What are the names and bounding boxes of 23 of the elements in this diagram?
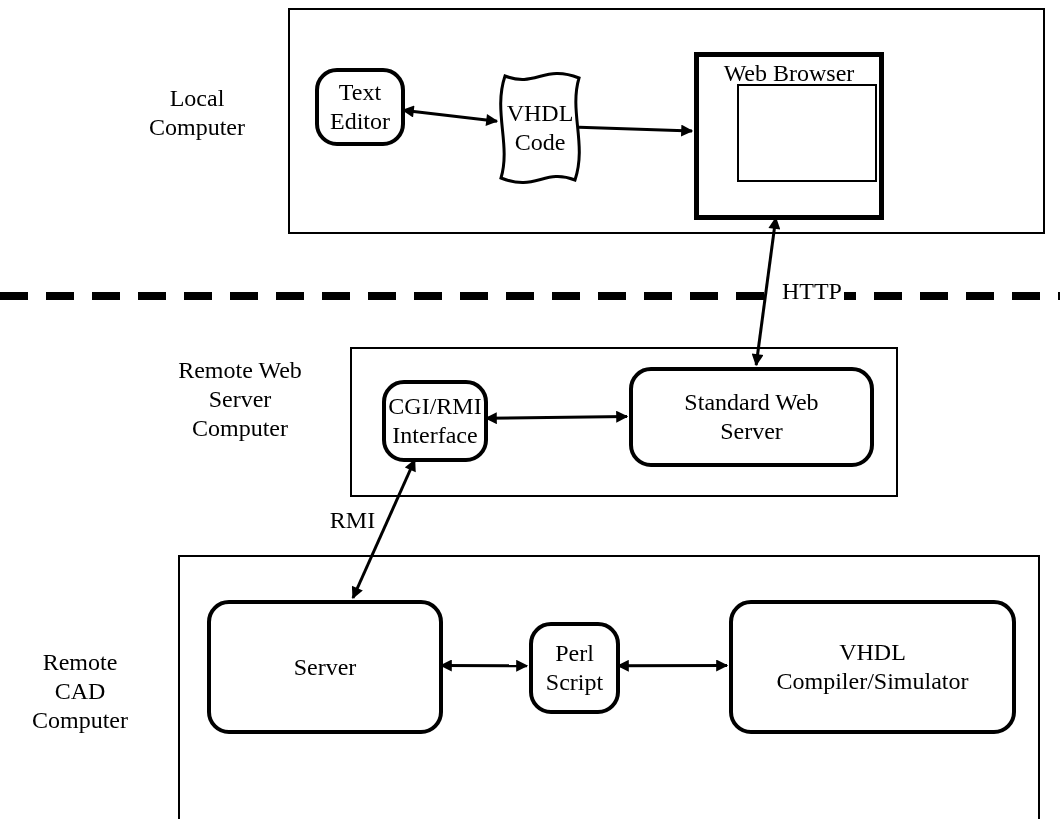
- process-box: [207, 600, 443, 734]
- box-label: Text Editor: [329, 78, 391, 136]
- process-box: [629, 367, 874, 467]
- box-label: Standard Web Server: [683, 388, 820, 446]
- computer-boundary-box: [350, 347, 898, 497]
- process-box: [529, 622, 620, 714]
- arrow: [578, 124, 694, 137]
- process-box: [382, 380, 488, 462]
- document-shape: [499, 74, 581, 182]
- computer-boundary-box: [288, 8, 1045, 234]
- box-label: VHDL Code: [505, 99, 575, 157]
- process-box: [315, 68, 405, 146]
- box-label: Server: [292, 652, 358, 682]
- box-label: CGI/RMI Interface: [387, 392, 483, 450]
- box-label: VHDL Compiler/Simulator: [775, 638, 970, 696]
- process-box: [729, 600, 1016, 734]
- box-label: Perl Script: [544, 639, 605, 697]
- browser-window-box: [694, 52, 884, 220]
- computer-label: Remote Web Server Computer: [177, 356, 303, 443]
- computer-label: Remote CAD Computer: [31, 648, 129, 735]
- computer-label: Local Computer: [148, 84, 246, 142]
- computer-boundary-box: [178, 555, 1040, 819]
- window-title: Web Browser: [722, 59, 856, 88]
